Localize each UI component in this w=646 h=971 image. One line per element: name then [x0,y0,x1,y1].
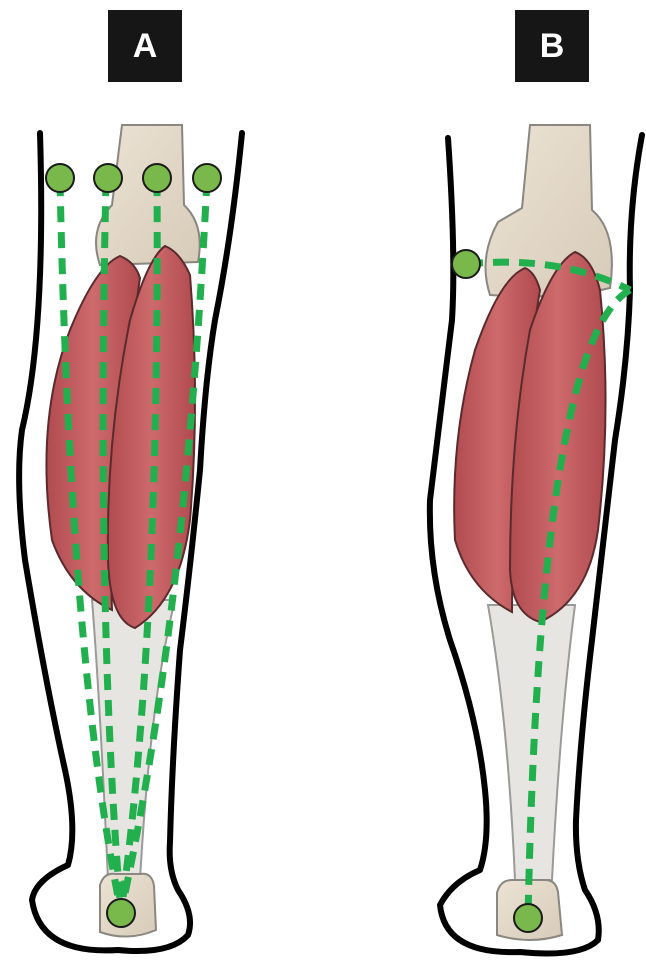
insertion-point-b [514,904,542,932]
origin-point-a-4 [193,164,221,192]
origin-point-a-1 [46,164,74,192]
femur-bone-a [96,125,200,265]
origin-point-a-3 [143,164,171,192]
leg-b [430,125,642,954]
insertion-point-a [107,899,135,927]
origin-point-a-2 [94,164,122,192]
origin-point-b [452,250,480,278]
leg-a [19,125,242,951]
